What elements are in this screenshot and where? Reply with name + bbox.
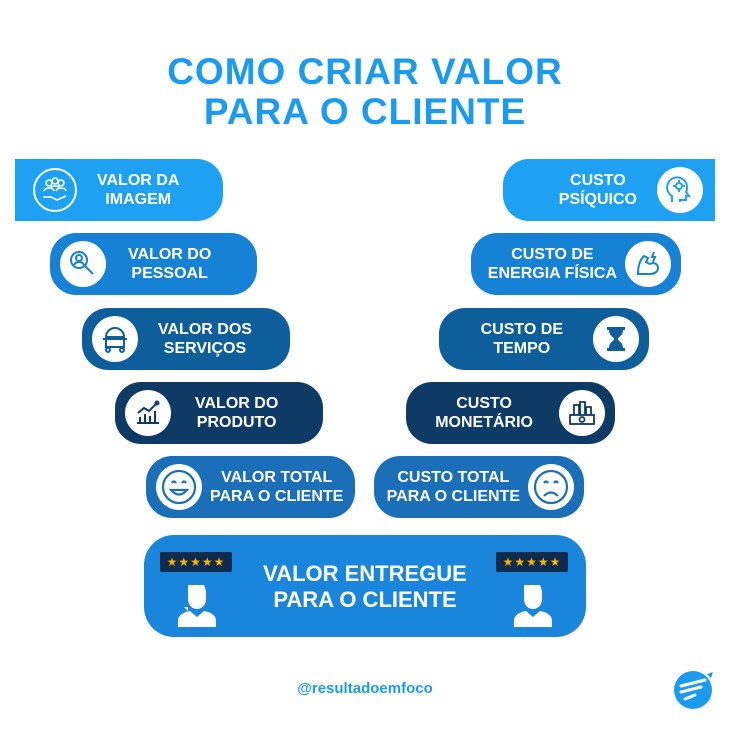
card-line-1: CUSTO DE	[480, 321, 563, 338]
value-image-card: VALOR DA IMAGEM	[15, 159, 223, 221]
card-line-2: SERVIÇOS	[163, 340, 247, 357]
people-hand-icon	[33, 168, 77, 212]
card-line-2: PRODUTO	[196, 414, 277, 431]
service-cart-icon	[92, 316, 138, 362]
card-line-1: VALOR TOTAL	[221, 469, 333, 486]
hourglass-icon	[593, 316, 639, 362]
delivered-value-card: ★★★★★ ★★★★★ VALOR ENTREGUE PARA O CLIENT…	[144, 535, 586, 637]
total-cost-card: CUSTO TOTAL PARA O CLIENTE	[374, 456, 584, 518]
value-staff-card: VALOR DO PESSOAL	[50, 233, 257, 295]
strong-arm-icon	[625, 241, 671, 287]
card-line-2: ENERGIA FÍSICA	[487, 265, 617, 282]
result-line-2: PARA O CLIENTE	[273, 587, 457, 612]
card-line-1: VALOR DOS	[158, 321, 252, 338]
psychic-cost-card: CUSTO PSÍQUICO	[503, 159, 715, 221]
card-line-2: PSÍQUICO	[558, 191, 637, 208]
time-cost-card: CUSTO DE TEMPO	[439, 308, 649, 370]
brand-logo-icon	[674, 671, 713, 709]
card-line-2: IMAGEM	[105, 191, 172, 208]
total-value-card: VALOR TOTAL PARA O CLIENTE	[146, 456, 355, 518]
card-line-1: CUSTO	[456, 395, 512, 412]
card-line-2: PARA O CLIENTE	[210, 488, 344, 505]
value-product-card: VALOR DO PRODUTO	[115, 382, 323, 444]
head-gear-icon	[657, 167, 703, 213]
smiley-face-icon	[156, 464, 202, 510]
right-rating-stars: ★★★★★	[496, 552, 568, 572]
money-city-icon	[559, 390, 605, 436]
card-line-1: CUSTO	[570, 172, 626, 189]
social-handle: @resultadoemfoco	[297, 680, 433, 697]
title-line-2: PARA O CLIENTE	[203, 91, 527, 132]
title-line-1: COMO CRIAR VALOR	[167, 51, 563, 92]
card-line-1: CUSTO TOTAL	[397, 469, 510, 486]
result-line-1: VALOR ENTREGUE	[263, 561, 467, 586]
card-line-1: VALOR DO	[195, 395, 279, 412]
card-line-2: MONETÁRIO	[435, 414, 533, 431]
card-line-2: PESSOAL	[131, 265, 208, 282]
card-line-2: PARA O CLIENTE	[386, 488, 520, 505]
card-line-1: VALOR DO	[128, 246, 212, 263]
card-line-1: VALOR DA	[97, 172, 180, 189]
physical-energy-cost-card: CUSTO DE ENERGIA FÍSICA	[471, 233, 681, 295]
monetary-cost-card: CUSTO MONETÁRIO	[406, 382, 615, 444]
right-person-icon	[514, 585, 552, 627]
growth-chart-icon	[125, 390, 171, 436]
value-services-card: VALOR DOS SERVIÇOS	[82, 308, 290, 370]
page-title: COMO CRIAR VALOR PARA O CLIENTE	[0, 52, 730, 132]
card-line-1: CUSTO DE	[511, 246, 594, 263]
magnifier-person-icon	[60, 241, 106, 287]
left-rating-stars: ★★★★★	[160, 552, 232, 572]
card-line-2: TEMPO	[493, 340, 551, 357]
sad-face-icon	[528, 464, 574, 510]
left-person-icon	[178, 585, 216, 627]
